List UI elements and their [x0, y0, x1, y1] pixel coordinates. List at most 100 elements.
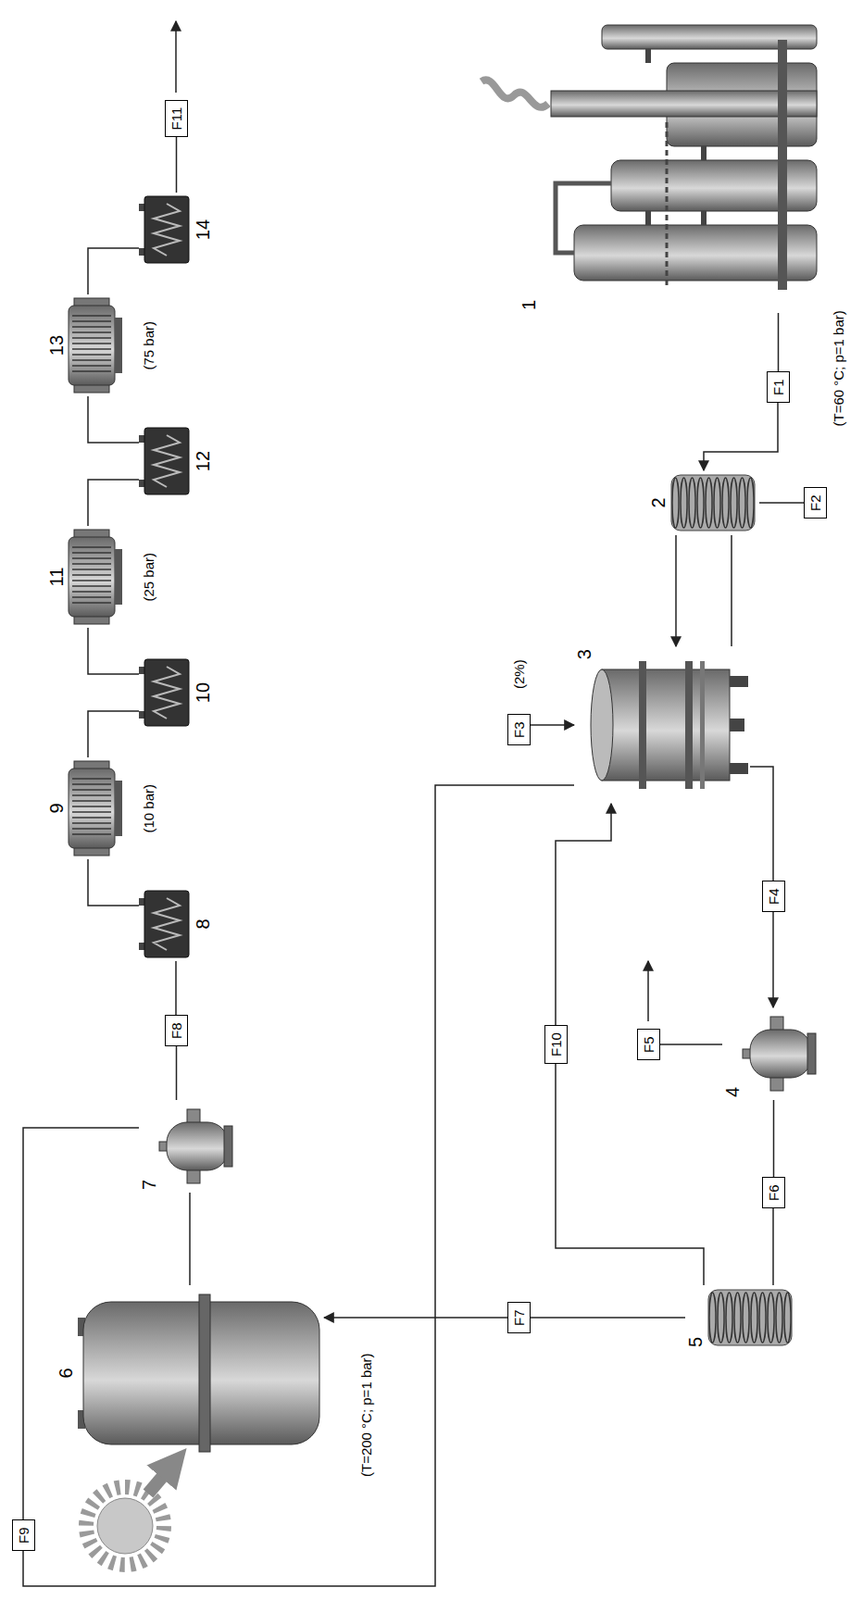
equipment: 14 — [138, 192, 213, 267]
stream-box: F7 — [507, 1301, 531, 1334]
stream-box: F3 — [507, 713, 531, 746]
flow-line — [530, 1316, 686, 1319]
flow-line — [87, 479, 139, 526]
stream-label: F8 — [168, 1022, 185, 1039]
equipment: 8 — [138, 887, 213, 962]
flow-line — [772, 912, 775, 1008]
flow-line — [759, 501, 804, 504]
separator-vessel — [742, 1016, 816, 1091]
condition-note: (T=60 °C; p=1 bar) — [830, 308, 847, 428]
equipment: 13 — [46, 294, 130, 397]
compressor — [68, 761, 123, 856]
flow-line — [188, 1192, 191, 1286]
stream-label: F11 — [168, 107, 185, 131]
stream-label: F6 — [765, 1184, 782, 1201]
callout-number: 3 — [574, 648, 595, 661]
sun-symbol — [86, 1463, 175, 1565]
stream-label: F1 — [770, 378, 787, 396]
callout-number: 7 — [138, 1178, 160, 1191]
absorber-column — [590, 661, 749, 789]
flow-line — [730, 535, 733, 647]
flow-line — [87, 859, 139, 906]
stream-label: F9 — [15, 1526, 32, 1544]
flow-line — [703, 402, 778, 471]
callout-number: 4 — [722, 1086, 743, 1099]
heat-exchanger-coil — [708, 1289, 792, 1346]
flow-line — [23, 785, 575, 1587]
stream-box: F5 — [637, 1028, 661, 1061]
outlet-arrow — [175, 21, 177, 93]
flow-line — [175, 1046, 178, 1101]
equipment: 10 — [138, 655, 213, 730]
stream-label: F5 — [640, 1036, 657, 1053]
stream-box: F11 — [164, 100, 188, 138]
outlet-arrow — [647, 961, 650, 1022]
equipment: 4 — [722, 1007, 825, 1101]
callout-number: 8 — [192, 917, 213, 930]
stream-box: F8 — [164, 1014, 188, 1047]
cooler — [138, 196, 189, 263]
equipment: 11 — [46, 525, 130, 628]
cooler — [138, 427, 189, 495]
cooler — [138, 659, 189, 726]
stream-label: F10 — [548, 1032, 564, 1057]
callout-number: 11 — [46, 566, 67, 588]
concentration-note: (2%) — [511, 657, 527, 691]
equipment: 1 — [518, 16, 825, 313]
callout-number: 9 — [46, 801, 67, 814]
flow-line — [530, 724, 575, 726]
equipment: 6 — [55, 1285, 325, 1462]
flow-line — [777, 312, 780, 372]
callout-number: 10 — [192, 681, 213, 704]
cooler — [138, 890, 189, 958]
flow-line — [773, 1100, 776, 1177]
stream-label: F2 — [807, 494, 824, 512]
pressure-note: (10 bar) — [140, 782, 157, 836]
equipment: 7 — [138, 1100, 241, 1193]
flow-line — [660, 1043, 723, 1046]
callout-number: 6 — [55, 1366, 76, 1379]
compressor — [68, 298, 123, 393]
flow-line — [87, 396, 139, 443]
callout-number: 14 — [192, 218, 213, 241]
flow-line — [772, 1208, 775, 1286]
flow-line — [324, 1316, 508, 1319]
flow-line — [555, 803, 612, 1026]
flow-line — [23, 1127, 139, 1520]
stream-box: F2 — [803, 487, 827, 519]
flow-line — [675, 535, 677, 647]
flow-line — [175, 137, 178, 193]
equipment: 12 — [138, 424, 213, 499]
callout-number: 1 — [518, 299, 539, 312]
separator-vessel — [159, 1109, 233, 1184]
stream-label: F3 — [511, 721, 527, 738]
heat-exchanger-coil — [671, 475, 755, 531]
callout-number: 13 — [46, 334, 67, 357]
stream-label: F4 — [765, 888, 782, 905]
callout-number: 2 — [648, 496, 669, 509]
flow-line — [87, 627, 139, 675]
stream-label: F7 — [511, 1309, 527, 1326]
equipment: 9 — [46, 757, 130, 860]
condition-note: (T=200 °C; p=1 bar) — [358, 1350, 375, 1479]
flow-line — [175, 961, 177, 1015]
callout-number: 5 — [685, 1336, 706, 1349]
stream-box: F1 — [766, 371, 790, 403]
flow-line — [750, 766, 774, 881]
stream-box: F4 — [762, 880, 786, 913]
compressor — [68, 529, 123, 625]
solar-reactor — [77, 1294, 320, 1452]
equipment: 3 — [574, 646, 751, 804]
flow-line — [555, 1063, 704, 1286]
callout-number: 12 — [192, 450, 213, 473]
equipment: 2 — [648, 470, 760, 536]
pressure-note: (75 bar) — [140, 319, 157, 373]
power-plant — [481, 25, 817, 290]
stream-box: F6 — [762, 1176, 786, 1209]
equipment: 5 — [685, 1285, 797, 1351]
stream-box: F9 — [12, 1519, 36, 1551]
pressure-note: (25 bar) — [140, 550, 157, 604]
stream-box: F10 — [544, 1025, 568, 1064]
